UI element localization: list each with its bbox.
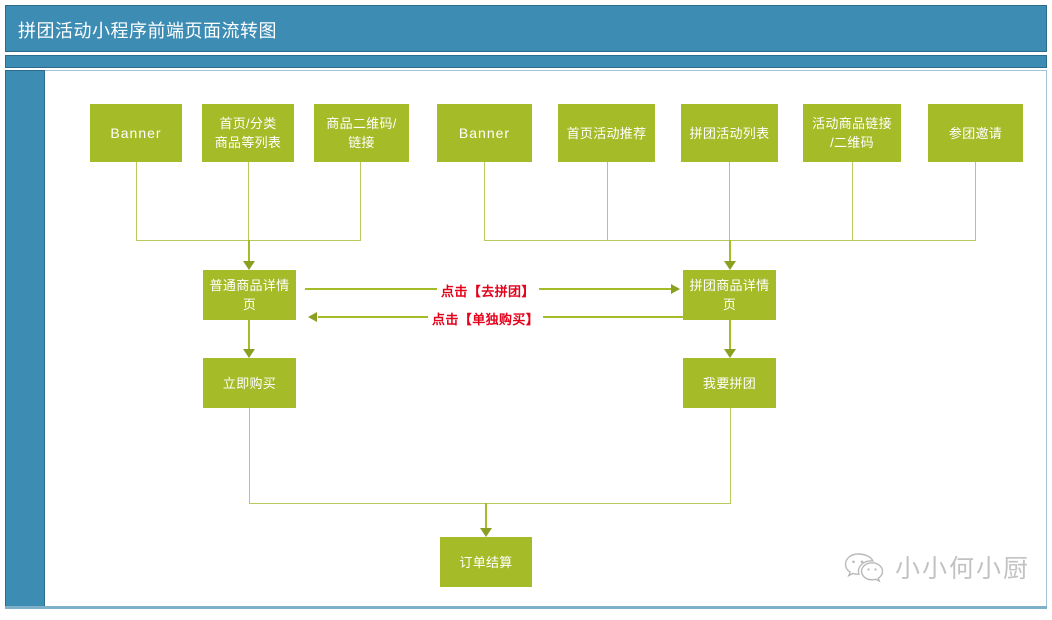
connector-want-group-drop — [730, 408, 731, 504]
watermark: 小小何小厨 — [843, 549, 1030, 585]
arrowhead-buy-alone — [308, 312, 317, 322]
connector-group-detail-to-want-group — [729, 320, 731, 352]
wechat-icon — [844, 553, 884, 583]
connector-home-activity-drop — [607, 162, 608, 241]
node-i-want-group[interactable]: 我要拼团 — [683, 358, 776, 408]
window-sub-bar — [5, 55, 1047, 68]
node-group-activity-list[interactable]: 拼团活动列表 — [681, 104, 778, 162]
window-bottom-edge — [5, 606, 1047, 609]
watermark-text: 小小何小厨 — [895, 555, 1031, 583]
connector-order-bus-to-settlement — [485, 503, 487, 531]
node-group-product-detail[interactable]: 拼团商品详情 页 — [683, 270, 776, 320]
node-buy-now[interactable]: 立即购买 — [203, 358, 296, 408]
window-title-bar: 拼团活动小程序前端页面流转图 — [5, 5, 1047, 52]
connector-activity-product-drop — [852, 162, 853, 241]
node-product-qrcode-link[interactable]: 商品二维码/ 链接 — [314, 104, 409, 162]
edge-label-buy-alone: 点击【单独购买】 — [428, 309, 544, 328]
connector-buy-now-drop — [249, 408, 250, 504]
node-banner-right[interactable]: Banner — [437, 104, 532, 162]
edge-label-go-group-buy: 点击【去拼团】 — [437, 281, 539, 300]
connector-banner-left-drop — [136, 162, 137, 241]
node-order-settlement[interactable]: 订单结算 — [440, 537, 532, 587]
connector-group-activity-drop — [729, 162, 730, 241]
arrowhead-buy-now — [243, 349, 255, 358]
arrowhead-go-group-buy — [671, 284, 680, 294]
node-join-group-invite[interactable]: 参团邀请 — [928, 104, 1023, 162]
node-home-category-list[interactable]: 首页/分类 商品等列表 — [202, 104, 294, 162]
arrowhead-left-to-normal-detail — [243, 261, 255, 270]
node-banner-left[interactable]: Banner — [90, 104, 182, 162]
page-title: 拼团活动小程序前端页面流转图 — [18, 21, 277, 41]
arrowhead-order-settlement — [480, 528, 492, 537]
connector-home-category-drop — [248, 162, 249, 241]
connector-product-qrcode-drop — [360, 162, 361, 241]
node-activity-product-link-qrcode[interactable]: 活动商品链接 /二维码 — [803, 104, 901, 162]
connector-banner-right-drop — [484, 162, 485, 241]
arrowhead-want-group — [724, 349, 736, 358]
connector-order-bus — [249, 503, 731, 504]
connector-normal-detail-to-buy-now — [248, 320, 250, 352]
node-normal-product-detail[interactable]: 普通商品详情 页 — [203, 270, 296, 320]
node-home-activity-recommend[interactable]: 首页活动推荐 — [558, 104, 655, 162]
connector-left-bus-to-detail — [248, 240, 250, 264]
arrowhead-right-to-group-detail — [724, 261, 736, 270]
connector-join-invite-drop — [975, 162, 976, 241]
connector-right-bus-to-detail — [729, 240, 731, 264]
window-side-bar — [5, 70, 45, 607]
